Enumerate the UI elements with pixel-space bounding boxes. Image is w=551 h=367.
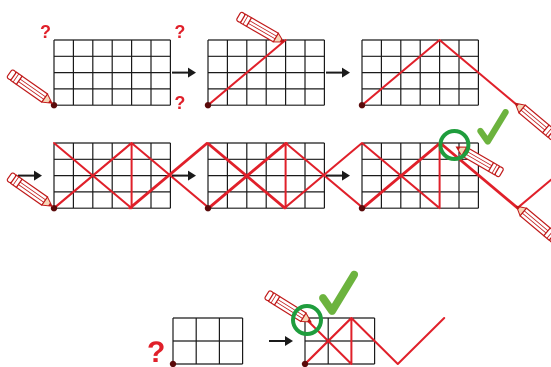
start-dot: [205, 205, 211, 211]
pencil-icon: [7, 172, 55, 210]
pencil-icon: [236, 12, 286, 47]
question-mark-top-right: ?: [174, 22, 185, 42]
check-icon: [480, 112, 505, 141]
question-mark-top-left: ?: [40, 22, 51, 42]
grid-step-1: [54, 40, 170, 105]
question-mark: ?: [147, 336, 165, 367]
start-dot: [359, 205, 365, 211]
grid-step-5: [208, 143, 324, 208]
start-dot: [302, 361, 308, 367]
pencil-icon: [7, 69, 55, 107]
arrow-step-6-head: [342, 171, 350, 181]
grid-example-answer: [305, 318, 375, 364]
pencil-icon: [512, 99, 551, 140]
grid-step-4: [54, 143, 170, 208]
arrow-step-5-head: [188, 171, 196, 181]
start-dot: [205, 102, 211, 108]
grid-step-3: [362, 40, 478, 105]
pencil-icon: [264, 290, 313, 326]
start-dot: [359, 102, 365, 108]
pencil-icon: [513, 202, 551, 243]
question-mark-bottom-right: ?: [174, 93, 185, 113]
arrow-step-3-head: [342, 68, 350, 78]
grids-layer: [54, 40, 478, 364]
arrow-step-4-head: [34, 171, 42, 181]
arrow-step-2-head: [188, 68, 196, 78]
start-dot: [170, 361, 176, 367]
grid-example-question: [173, 318, 243, 364]
arrow-example-answer-head: [285, 336, 293, 346]
grid-step-2: [208, 40, 324, 105]
check-icon: [323, 275, 354, 311]
